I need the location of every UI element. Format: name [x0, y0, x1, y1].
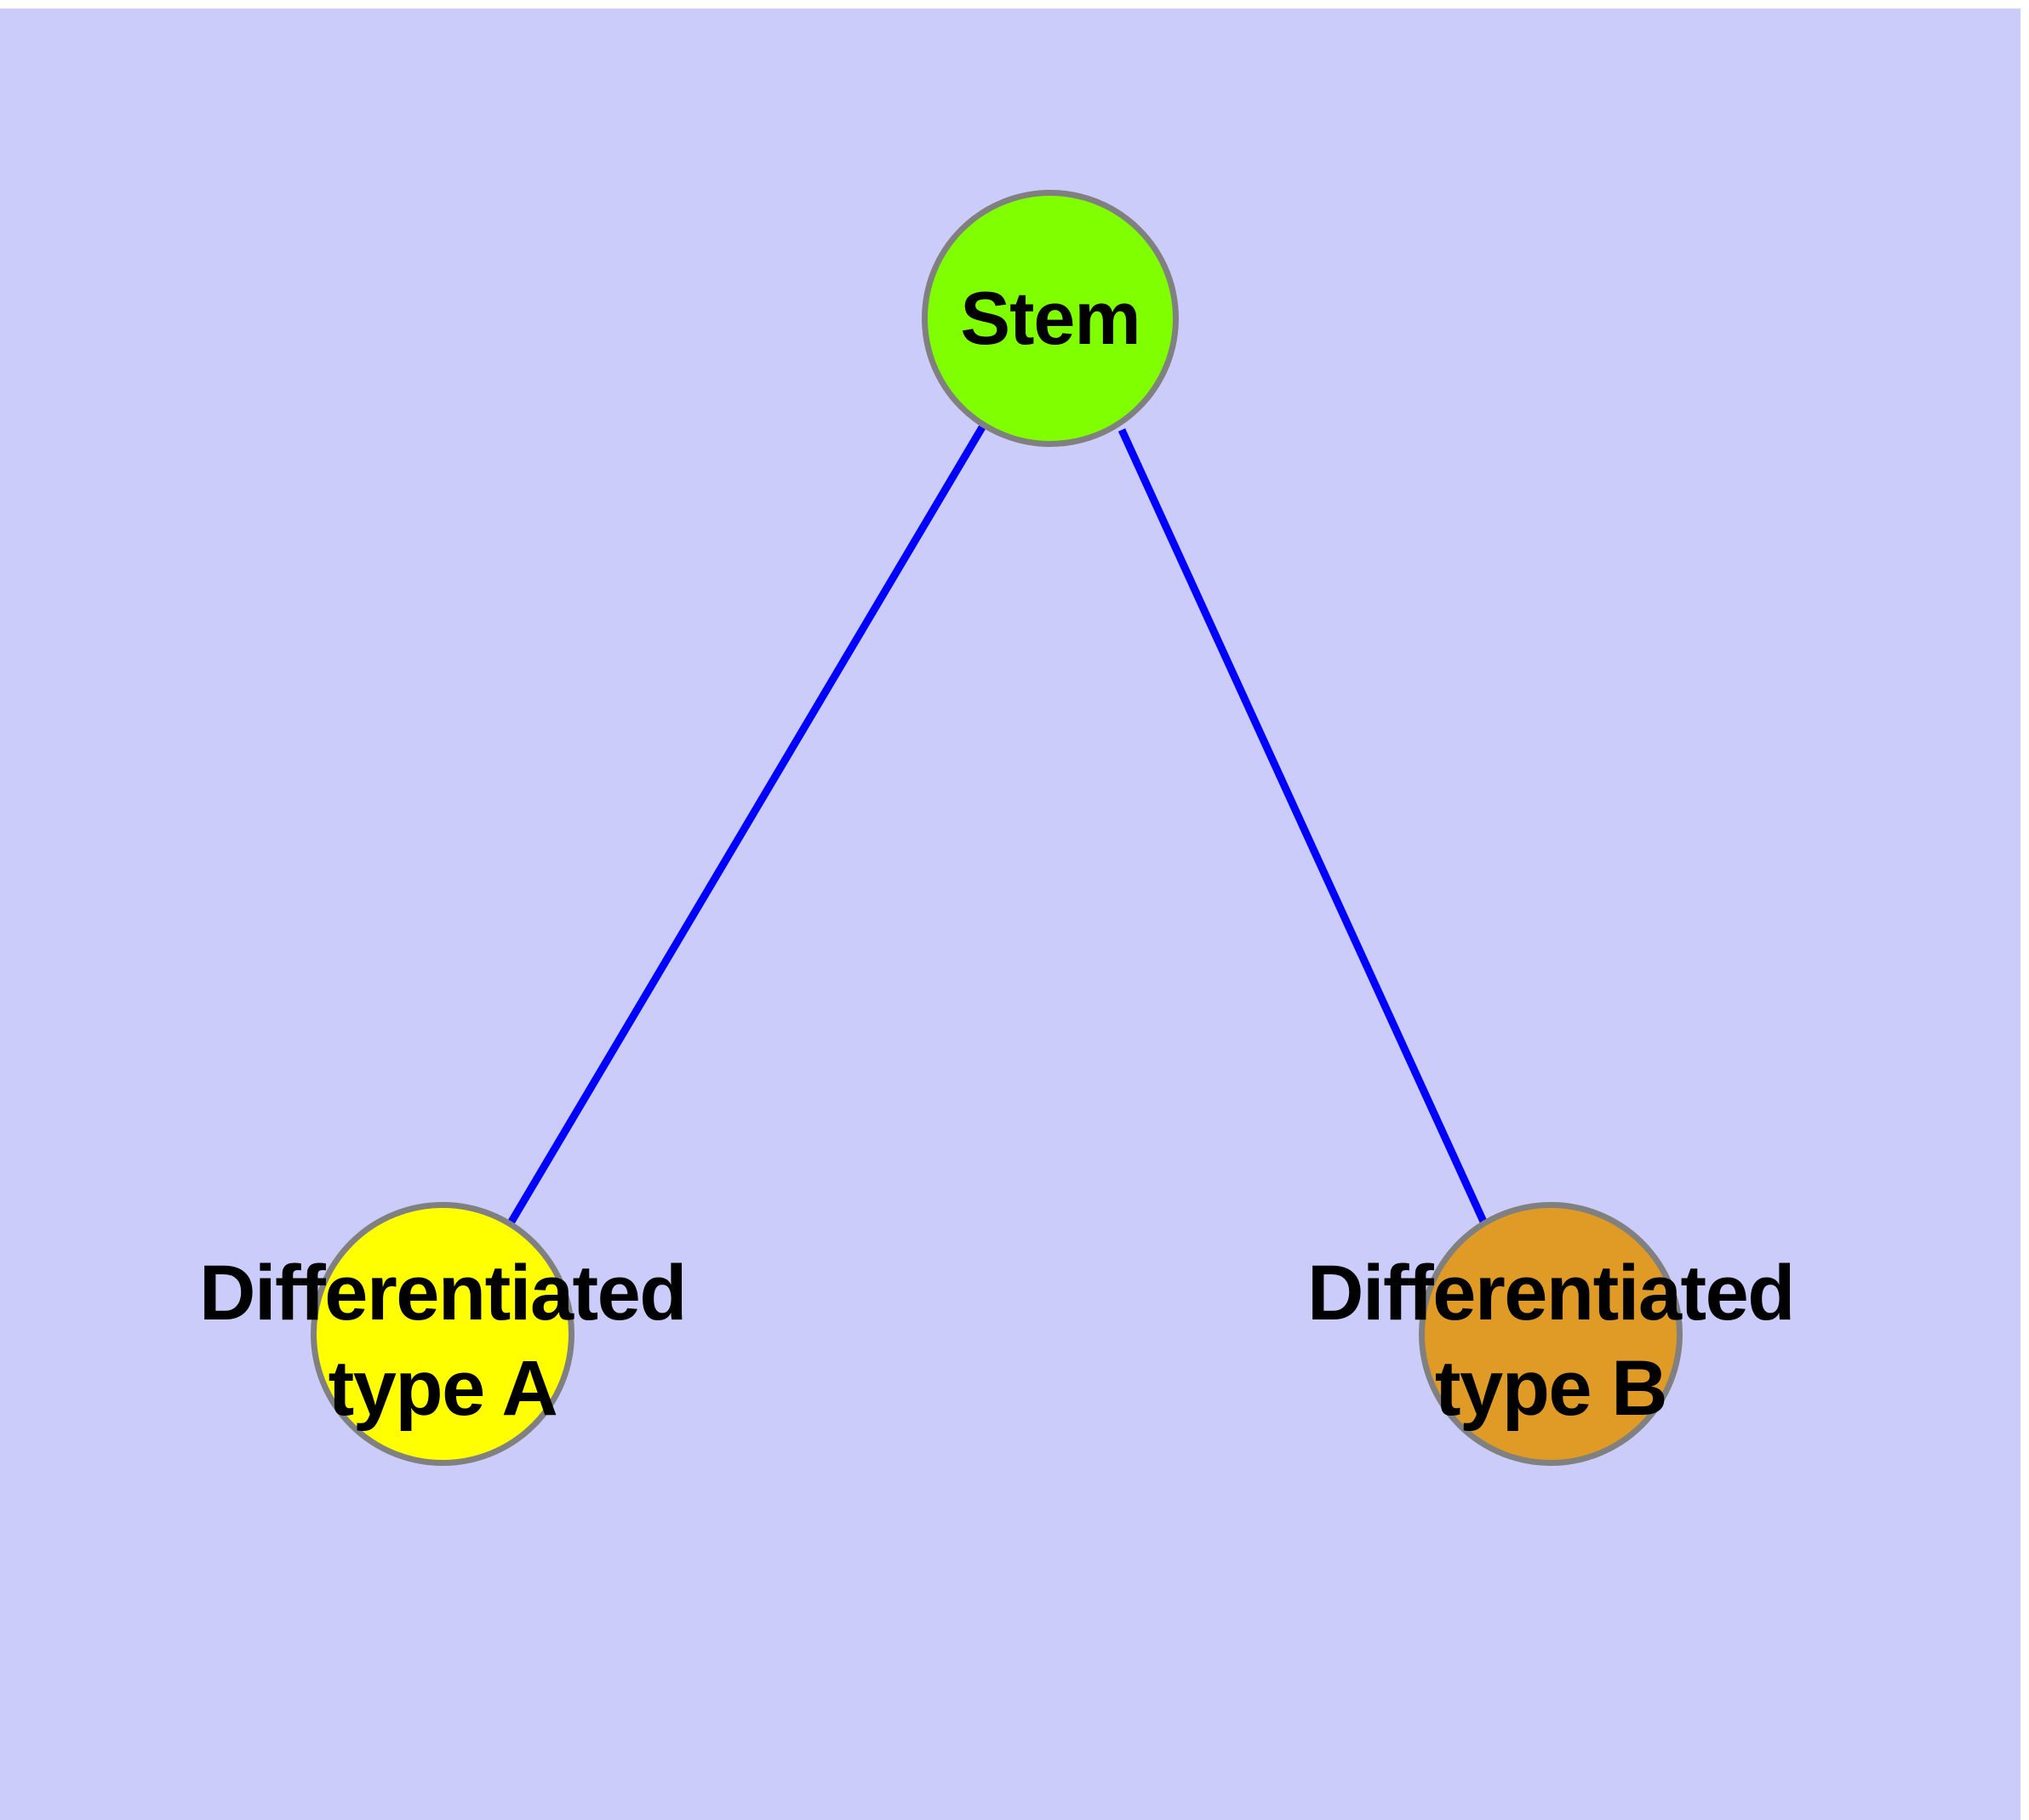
node-differentiated-type-a[interactable] — [311, 1202, 574, 1466]
node-differentiated-type-b[interactable] — [1419, 1202, 1683, 1466]
edges-group — [508, 425, 1488, 1224]
edge-stem-to-differentiated-type-b — [1117, 428, 1488, 1223]
nodes-group — [311, 190, 1683, 1466]
node-stem[interactable] — [922, 190, 1179, 447]
edge-stem-to-differentiated-type-a — [508, 425, 986, 1224]
